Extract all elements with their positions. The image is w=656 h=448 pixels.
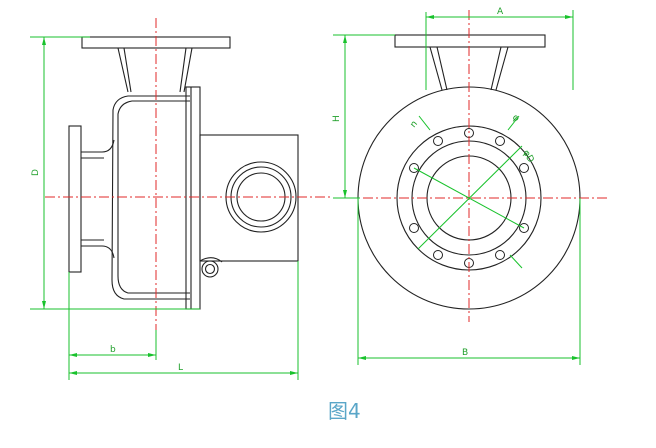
side-outlet-neck — [117, 47, 193, 93]
dim-label-height: D — [31, 169, 41, 176]
dim-label-top-width: A — [497, 7, 504, 17]
side-bearing-box — [199, 134, 299, 262]
dim-line-bolt-diameter — [417, 145, 523, 250]
dim-label-half-length: b — [110, 345, 116, 355]
front-dimensions: A H B n φ φD — [332, 7, 581, 365]
side-dimensions: D b L — [30, 36, 299, 380]
dim-label-bolt-b: φ — [510, 113, 521, 125]
side-inlet-pipe — [81, 139, 115, 259]
dim-label-upper-height: H — [332, 115, 342, 122]
dim-label-length: L — [178, 363, 183, 373]
side-casing-flange — [185, 86, 201, 310]
front-centerlines — [345, 10, 608, 322]
side-inlet-flange — [68, 125, 82, 273]
front-top-flange — [394, 34, 546, 48]
dim-label-bolt-c: φD — [520, 149, 535, 165]
side-view — [68, 36, 299, 310]
side-centerlines — [45, 18, 330, 330]
front-outlet-neck — [429, 46, 509, 91]
side-volute-casing — [111, 95, 190, 300]
figure-caption: 图4 — [328, 399, 361, 423]
side-drain-plug — [201, 260, 219, 278]
front-bolt-holes — [409, 128, 529, 268]
dim-label-bolt-a: n — [409, 119, 420, 130]
dim-label-outer-width: B — [462, 348, 468, 358]
